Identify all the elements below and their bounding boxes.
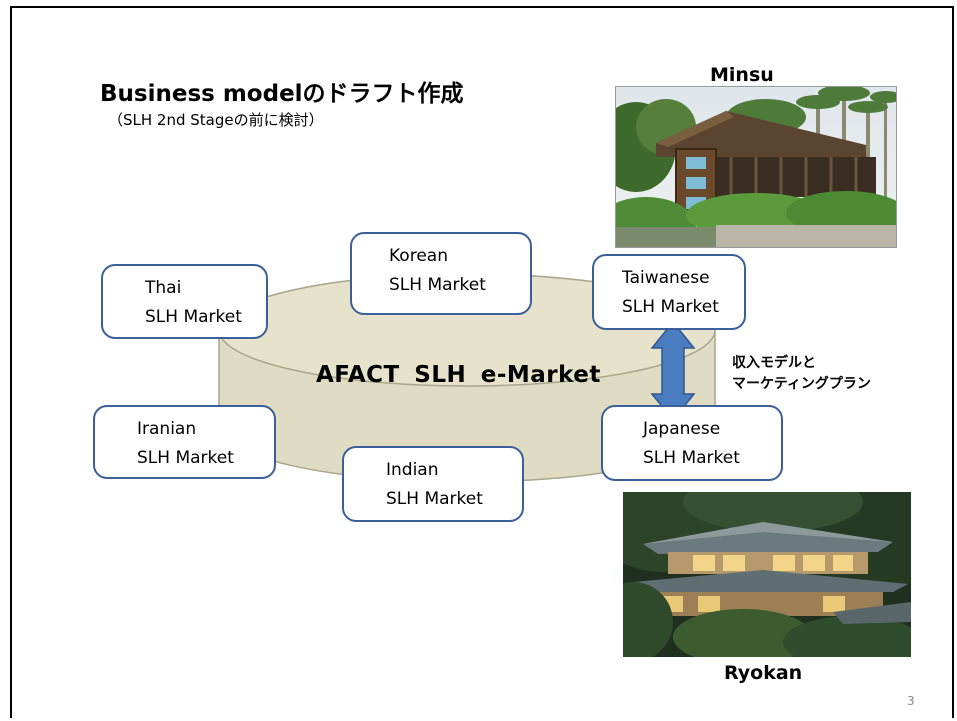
revenue-marketing-label: 収入モデルと マーケティングプラン (732, 353, 871, 395)
ryokan-photo (623, 492, 911, 657)
revenue-label-line1: 収入モデルと (732, 355, 816, 371)
market-box-korean: Korean SLH Market (350, 232, 532, 315)
page-number: 3 (907, 694, 915, 708)
ryokan-label: Ryokan (724, 662, 803, 684)
slide-title: Business modelのドラフト作成 (100, 81, 464, 107)
market-box-taiwanese: Taiwanese SLH Market (592, 254, 746, 330)
market-name: Korean (389, 246, 448, 266)
market-suffix: SLH Market (643, 448, 740, 468)
market-suffix: SLH Market (145, 307, 242, 327)
emarket-label: AFACT SLH e-Market (316, 362, 601, 388)
slide: Business modelのドラフト作成 （SLH 2nd Stageの前に検… (10, 6, 954, 718)
market-name: Indian (386, 460, 439, 480)
slide-subtitle: （SLH 2nd Stageの前に検討） (108, 111, 324, 129)
market-name: Taiwanese (622, 268, 710, 288)
minsu-photo (615, 86, 897, 248)
market-box-indian: Indian SLH Market (342, 446, 524, 522)
market-name: Thai (145, 278, 182, 298)
market-box-iranian: Iranian SLH Market (93, 405, 276, 479)
market-box-thai: Thai SLH Market (101, 264, 268, 339)
market-suffix: SLH Market (386, 489, 483, 509)
minsu-label: Minsu (710, 64, 774, 86)
market-box-japanese: Japanese SLH Market (601, 405, 783, 481)
revenue-label-line2: マーケティングプラン (732, 376, 871, 392)
market-suffix: SLH Market (389, 275, 486, 295)
market-name: Japanese (643, 419, 721, 439)
market-name: Iranian (137, 419, 197, 439)
market-suffix: SLH Market (137, 448, 234, 468)
market-suffix: SLH Market (622, 297, 719, 317)
